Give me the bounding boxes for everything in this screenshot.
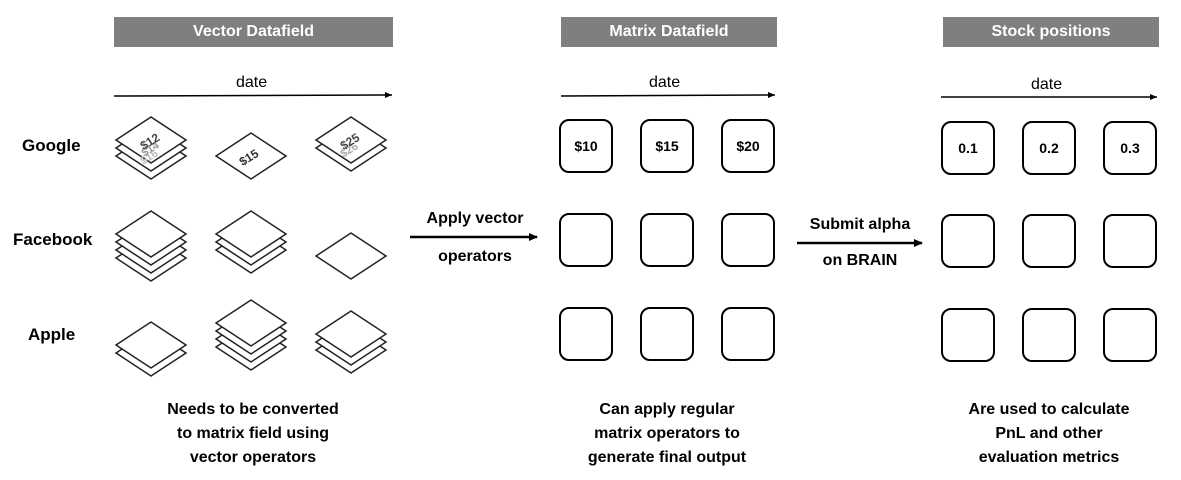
flow-label-line: on BRAIN <box>822 252 898 269</box>
vector-date-arrow <box>113 92 393 99</box>
position-cell-facebook-2 <box>1022 214 1076 268</box>
position-cell-facebook-3 <box>1103 214 1157 268</box>
vector-stack-apple-3 <box>314 310 388 374</box>
vector-caption: Needs to be converted to matrix field us… <box>133 398 373 470</box>
vector-stack-google-3: $26 $25 <box>314 116 388 172</box>
matrix-date-arrow <box>560 92 776 99</box>
vector-date-label: date <box>236 74 268 91</box>
caption-line: generate final output <box>587 449 747 466</box>
matrix-cell-apple-2 <box>640 307 694 361</box>
matrix-cell-google-3: $20 <box>721 119 775 173</box>
vector-stack-facebook-2 <box>214 210 288 274</box>
caption-line: Needs to be converted <box>167 401 339 418</box>
position-cell-apple-1 <box>941 308 995 362</box>
matrix-date-label: date <box>649 74 681 91</box>
position-cell-google-3: 0.3 <box>1103 121 1157 175</box>
matrix-cell-google-2: $15 <box>640 119 694 173</box>
matrix-caption: Can apply regular matrix operators to ge… <box>547 398 787 470</box>
vector-stack-apple-2 <box>214 299 288 371</box>
vector-stack-google-2: $15 <box>214 132 288 180</box>
matrix-cell-google-1: $10 <box>559 119 613 173</box>
flow-label-line: Apply vector <box>426 210 524 227</box>
vector-stack-google-1: $16 $14 $12 <box>114 116 188 180</box>
flow-label-line: operators <box>438 248 512 265</box>
position-cell-google-1: 0.1 <box>941 121 995 175</box>
caption-line: vector operators <box>189 449 317 466</box>
apply-vector-operators-label: Apply vector operators <box>405 208 545 268</box>
stock-positions-title: Stock positions <box>943 17 1159 47</box>
row-label-apple: Apple <box>28 325 76 344</box>
caption-line: Are used to calculate <box>968 401 1130 418</box>
caption-line: PnL and other <box>995 425 1103 442</box>
vector-stack-facebook-1 <box>114 210 188 282</box>
vector-datafield-title: Vector Datafield <box>114 17 393 47</box>
position-cell-google-2: 0.2 <box>1022 121 1076 175</box>
caption-line: evaluation metrics <box>978 449 1120 466</box>
matrix-cell-apple-1 <box>559 307 613 361</box>
matrix-datafield-title: Matrix Datafield <box>561 17 777 47</box>
position-cell-apple-3 <box>1103 308 1157 362</box>
row-label-google: Google <box>22 136 81 155</box>
vector-stack-facebook-3 <box>314 232 388 280</box>
position-cell-apple-2 <box>1022 308 1076 362</box>
positions-date-label: date <box>1031 76 1063 93</box>
positions-caption: Are used to calculate PnL and other eval… <box>929 398 1169 470</box>
matrix-cell-facebook-1 <box>559 213 613 267</box>
caption-line: matrix operators to <box>594 425 740 442</box>
row-label-facebook: Facebook <box>13 230 93 249</box>
matrix-cell-facebook-3 <box>721 213 775 267</box>
matrix-cell-facebook-2 <box>640 213 694 267</box>
caption-line: to matrix field using <box>176 425 329 442</box>
submit-alpha-label: Submit alpha on BRAIN <box>790 214 930 272</box>
vector-stack-apple-1 <box>114 321 188 377</box>
flow-label-line: Submit alpha <box>809 216 911 233</box>
caption-line: Can apply regular <box>599 401 735 418</box>
position-cell-facebook-1 <box>941 214 995 268</box>
matrix-cell-apple-3 <box>721 307 775 361</box>
